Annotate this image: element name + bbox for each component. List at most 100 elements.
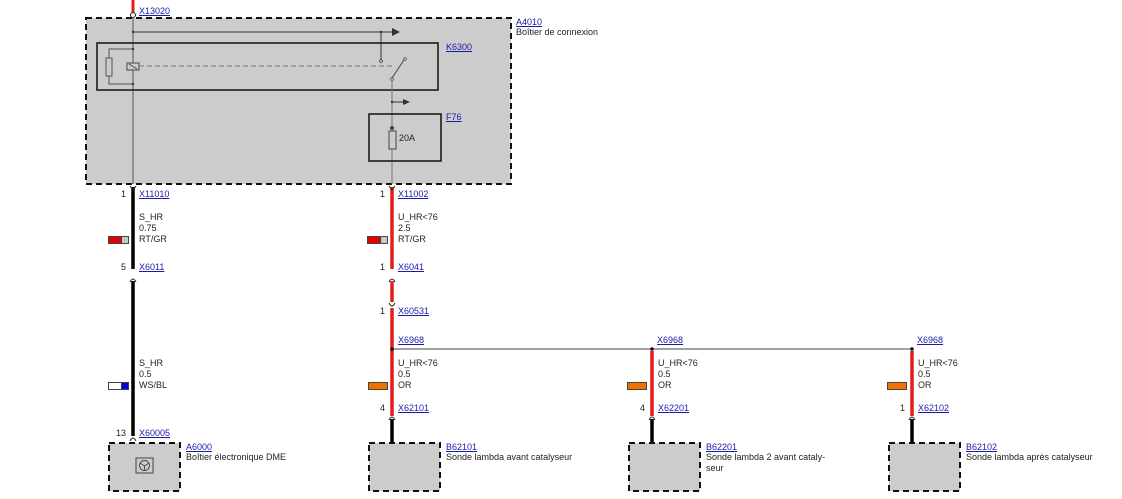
relay-k6300[interactable]: [96, 42, 439, 91]
wire-color-swatch-rt-gr: [108, 236, 129, 244]
connector-x13020-symbol: [130, 12, 136, 18]
wire-color-swatch-rt-gr: [367, 236, 388, 244]
wire-w6-signal: U_HR<76: [918, 358, 958, 368]
wire-w5-gauge: 0.5: [658, 369, 671, 379]
connector-x6041-symbol: [388, 278, 396, 283]
connector-x60531-symbol: [388, 302, 396, 307]
connector-x11002-link[interactable]: X11002: [398, 189, 429, 199]
fuse-icon: [388, 130, 397, 150]
wire-color-swatch-or: [627, 382, 647, 390]
swatch-blue: [121, 383, 128, 389]
fuse-box-f76[interactable]: [368, 113, 442, 162]
component-a6000-name: Boîtier électronique DME: [186, 452, 287, 462]
wire-w2-signal: U_HR<76: [398, 212, 438, 222]
swatch-white: [109, 383, 122, 389]
pin-x6041: 1: [379, 262, 385, 272]
wire-w3-signal: S_HR: [139, 358, 164, 368]
component-k6300-link[interactable]: K6300: [446, 42, 473, 52]
pin-x62102: 1: [899, 403, 905, 413]
component-a4010-name: Boîtier de connexion: [516, 27, 599, 37]
ecu-icon-circle: [139, 460, 150, 471]
junction-dot: [390, 126, 394, 130]
wire-w6-color: OR: [918, 380, 932, 390]
switch-terminal: [390, 77, 394, 81]
component-b62101-name: Sonde lambda avant catalyseur: [446, 452, 573, 462]
relay-contact-terminal: [379, 59, 383, 63]
junction-box-a4010[interactable]: [85, 17, 512, 185]
wire-color-swatch-or: [887, 382, 907, 390]
sensor-b62201[interactable]: [628, 442, 701, 492]
junction-dot: [390, 100, 394, 104]
component-f76-link[interactable]: F76: [446, 112, 462, 122]
junction-dot: [131, 47, 135, 51]
wire-w1-signal: S_HR: [139, 212, 164, 222]
connector-x62201-link[interactable]: X62201: [658, 403, 690, 413]
connector-x11010-link[interactable]: X11010: [139, 189, 170, 199]
fuse-rating: 20A: [399, 133, 416, 143]
arrow-right-icon: [392, 28, 400, 36]
wire-w2-gauge: 2.5: [398, 223, 411, 233]
component-a6000-link[interactable]: A6000: [186, 442, 213, 452]
connector-x60531-link[interactable]: X60531: [398, 306, 430, 316]
connector-x62102-symbol: [908, 416, 916, 421]
connector-x62101-link[interactable]: X62101: [398, 403, 430, 413]
connector-x62101-symbol: [388, 416, 396, 421]
connector-x6011-link[interactable]: X6011: [139, 262, 165, 272]
splice-x6968-link[interactable]: X6968: [398, 335, 425, 345]
component-b62201-name-line2: seur: [706, 463, 724, 473]
wire-w5-color: OR: [658, 380, 672, 390]
component-b62102-name: Sonde lambda après catalyseur: [966, 452, 1093, 462]
connector-x6011-symbol: [129, 278, 137, 283]
pin-x60005: 13: [115, 428, 126, 438]
junction-dot: [131, 30, 135, 34]
relay-coil-diagonal: [128, 63, 138, 70]
pin-x62101: 4: [379, 403, 385, 413]
wire-w1-gauge: 0.75: [139, 223, 157, 233]
wire-w1-color: RT/GR: [139, 234, 167, 244]
resistor-icon: [105, 57, 113, 77]
arrow-right-icon: [403, 99, 410, 105]
pin-x60531: 1: [379, 306, 385, 316]
wire-w3-color: WS/BL: [139, 380, 168, 390]
swatch-grey: [380, 237, 387, 243]
connector-x60005-link[interactable]: X60005: [139, 428, 171, 438]
connector-x11002-symbol: [388, 185, 396, 191]
pin-x62201: 4: [639, 403, 645, 413]
pin-x11010: 1: [120, 189, 126, 199]
splice-dot: [650, 347, 654, 351]
connector-x62201-symbol: [648, 416, 656, 421]
switch-terminal: [403, 57, 407, 61]
wire-w5-signal: U_HR<76: [658, 358, 698, 368]
component-b62102-link[interactable]: B62102: [966, 442, 998, 452]
sensor-b62101[interactable]: [368, 442, 441, 492]
component-b62201-link[interactable]: B62201: [706, 442, 738, 452]
ecu-icon-y: [139, 462, 150, 470]
relay-switch-icon: [391, 59, 405, 79]
splice-x6968-link[interactable]: X6968: [657, 335, 684, 345]
splice-dot: [910, 347, 914, 351]
component-b62201-name-line1: Sonde lambda 2 avant cataly-: [706, 452, 826, 462]
wire-w2-color: RT/GR: [398, 234, 426, 244]
connector-x13020-link[interactable]: X13020: [139, 6, 171, 16]
wire-w4-signal: U_HR<76: [398, 358, 438, 368]
pin-x11002: 1: [379, 189, 385, 199]
wire-w6-gauge: 0.5: [918, 369, 931, 379]
connector-x60005-symbol: [129, 437, 137, 442]
connector-x6041-link[interactable]: X6041: [398, 262, 425, 272]
junction-dot: [131, 82, 135, 86]
swatch-grey: [121, 237, 128, 243]
connector-x11010-symbol: [129, 185, 137, 191]
swatch-red: [368, 237, 381, 243]
component-a4010-link[interactable]: A4010: [516, 17, 543, 27]
sensor-b62102[interactable]: [888, 442, 961, 492]
wire-color-swatch-or: [368, 382, 388, 390]
wire-w4-gauge: 0.5: [398, 369, 411, 379]
connector-x62102-link[interactable]: X62102: [918, 403, 950, 413]
swatch-red: [109, 237, 122, 243]
component-b62101-link[interactable]: B62101: [446, 442, 478, 452]
splice-dot: [390, 347, 394, 351]
pin-x6011: 5: [120, 262, 126, 272]
splice-x6968-link[interactable]: X6968: [917, 335, 944, 345]
wire-w4-color: OR: [398, 380, 412, 390]
